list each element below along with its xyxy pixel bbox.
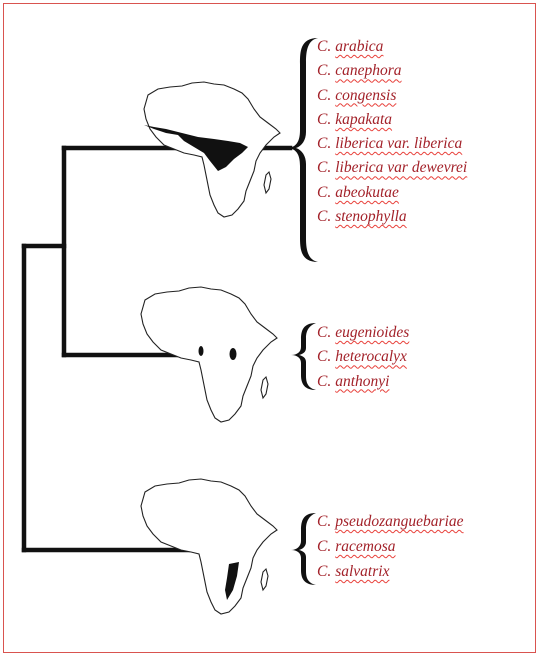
africa-map-clade-3 [140,478,278,615]
species-genus: C. [317,110,332,128]
species-genus: C. [317,563,332,580]
species-epithet: racemosa [335,538,396,555]
species-name: C.salvatrix [317,559,464,584]
species-genus: C. [317,135,332,153]
brace-clade-3 [291,513,316,585]
species-genus: C. [317,538,332,555]
species-epithet: pseudozanguebariae [335,513,464,530]
species-name: C.pseudozanguebariae [317,509,464,534]
species-genus: C. [317,372,332,390]
species-name: C.eugenioides [317,321,409,345]
brace-clade-1 [286,38,318,262]
distribution-range-clade-2a [198,346,204,356]
species-epithet: arabica [335,38,384,55]
species-genus: C. [317,208,332,226]
distribution-range-clade-2b [229,348,237,360]
species-epithet: salvatrix [335,563,390,580]
species-genus: C. [317,348,332,366]
species-epithet: eugenioides [335,324,410,341]
species-name: C.liberica var. liberica [317,132,467,156]
species-epithet: stenophylla [335,208,407,226]
species-epithet: kapakata [335,110,393,128]
species-genus: C. [317,183,332,201]
africa-map-clade-1 [143,81,281,218]
species-epithet: canephora [335,62,402,80]
species-name: C.kapakata [317,108,467,132]
species-genus: C. [317,513,332,530]
species-epithet: congensis [335,86,397,104]
species-name: C.liberica var dewevrei [317,156,467,180]
species-name: C.stenophylla [317,205,467,229]
curly-braces [286,38,318,585]
species-epithet: liberica var dewevrei [335,159,468,177]
species-epithet: abeokutae [335,183,399,201]
species-epithet: heterocalyx [335,348,407,366]
species-name: C.anthonyi [317,370,409,394]
figure-frame [3,3,536,653]
distribution-range-clade-1 [144,125,248,171]
species-name: C.congensis [317,84,467,108]
species-epithet: anthonyi [335,372,390,390]
brace-clade-2 [291,323,316,390]
africa-map-clade-2 [140,286,278,423]
species-epithet: liberica var. liberica [335,135,463,153]
species-name: C.abeokutae [317,181,467,205]
species-name: C.racemosa [317,534,464,559]
species-name: C.heterocalyx [317,345,409,369]
species-name: C.arabica [317,35,467,59]
distribution-range-clade-3 [225,562,239,600]
species-genus: C. [317,324,332,341]
species-genus: C. [317,38,332,55]
species-genus: C. [317,86,332,104]
species-genus: C. [317,62,332,80]
species-genus: C. [317,159,332,177]
species-name: C.canephora [317,59,467,83]
